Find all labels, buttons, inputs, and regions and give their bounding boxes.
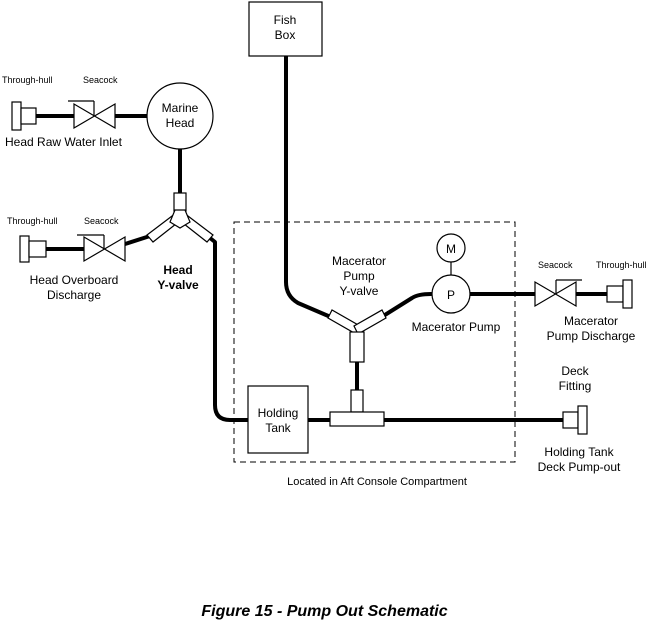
head-raw-water-inlet-label: Head Raw Water Inlet bbox=[5, 135, 123, 149]
macerator-pump-discharge-label-line1: Macerator bbox=[564, 314, 618, 328]
marine-head-label-line2: Head bbox=[166, 116, 195, 130]
macerator-y-valve-label-line3: Y-valve bbox=[340, 284, 379, 298]
through-hull-mid-label: Through-hull bbox=[7, 216, 58, 226]
seacock-top-label: Seacock bbox=[83, 75, 118, 85]
pipe-yvalve-to-holding-tank bbox=[208, 236, 250, 422]
macerator-motor bbox=[436, 233, 466, 263]
through-hull-top-label: Through-hull bbox=[2, 75, 53, 85]
through-hull-overboard bbox=[19, 235, 47, 263]
macerator-y-valve-label-line2: Pump bbox=[343, 269, 375, 283]
head-overboard-discharge-label-line2: Discharge bbox=[47, 288, 101, 302]
motor-label: M bbox=[446, 242, 456, 256]
through-hull-inlet bbox=[11, 101, 37, 131]
through-hull-macerator-discharge bbox=[606, 279, 633, 309]
seacock-mid-label: Seacock bbox=[84, 216, 119, 226]
tee-fitting bbox=[329, 389, 385, 427]
deck-fitting-label-line1: Deck bbox=[561, 364, 589, 378]
pipe-fishbox-to-macerator-yvalve bbox=[284, 54, 335, 320]
deck-fitting-label-line2: Fitting bbox=[559, 379, 592, 393]
pipe-macerator-yvalve-to-pump bbox=[378, 292, 433, 320]
fish-box-label-line2: Box bbox=[275, 28, 296, 42]
marine-head-label-line1: Marine bbox=[162, 101, 199, 115]
head-y-valve-label-line1: Head bbox=[163, 263, 192, 277]
deck-fitting bbox=[562, 405, 588, 435]
pipe-seacock-to-yvalve bbox=[123, 234, 152, 246]
through-hull-right-label: Through-hull bbox=[596, 260, 647, 270]
macerator-y-valve-label-line1: Macerator bbox=[332, 254, 386, 268]
holding-tank bbox=[247, 385, 309, 454]
fish-box bbox=[248, 1, 323, 57]
head-y-valve bbox=[146, 192, 214, 243]
holding-tank-pumpout-label-line2: Deck Pump-out bbox=[538, 460, 621, 474]
holding-tank-label-line2: Tank bbox=[265, 421, 291, 435]
macerator-pump bbox=[431, 274, 471, 314]
marine-head bbox=[146, 82, 214, 150]
pump-label: P bbox=[447, 288, 455, 302]
fish-box-label-line1: Fish bbox=[274, 13, 297, 27]
head-overboard-discharge-label-line1: Head Overboard bbox=[30, 273, 119, 287]
seacock-macerator-discharge bbox=[534, 279, 582, 308]
macerator-pump-label: Macerator Pump bbox=[412, 320, 501, 334]
figure-caption: Figure 15 - Pump Out Schematic bbox=[201, 603, 448, 620]
aft-console-label: Located in Aft Console Compartment bbox=[287, 476, 467, 488]
seacock-inlet bbox=[68, 100, 116, 130]
macerator-pump-discharge-label-line2: Pump Discharge bbox=[547, 329, 636, 343]
aft-console-compartment-outline bbox=[233, 221, 516, 463]
seacock-overboard bbox=[77, 234, 126, 263]
holding-tank-label-line1: Holding bbox=[258, 406, 299, 420]
head-y-valve-label-line2: Y-valve bbox=[157, 278, 199, 292]
holding-tank-pumpout-label-line1: Holding Tank bbox=[544, 445, 614, 459]
seacock-right-label: Seacock bbox=[538, 260, 573, 270]
macerator-y-valve bbox=[327, 309, 387, 363]
